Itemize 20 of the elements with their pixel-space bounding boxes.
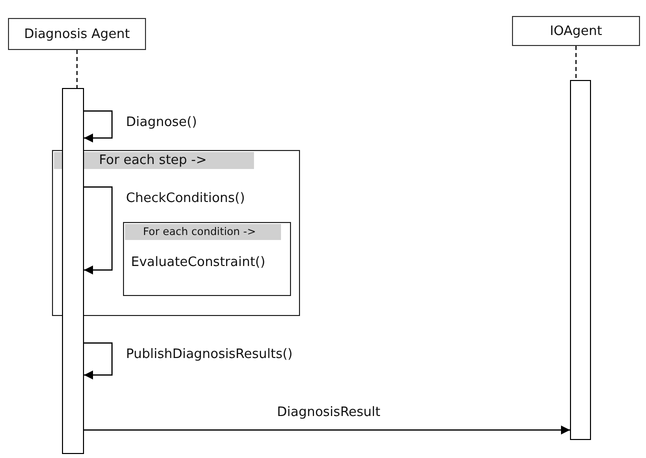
activation-bar bbox=[62, 88, 84, 454]
lifeline bbox=[575, 46, 577, 80]
message-label: PublishDiagnosisResults() bbox=[126, 347, 293, 362]
self-message-arrow bbox=[84, 110, 113, 142]
lifeline-name: Diagnosis Agent bbox=[24, 26, 130, 42]
message-label: Diagnose() bbox=[126, 115, 197, 130]
message-label: CheckConditions() bbox=[126, 191, 245, 206]
loop-frame bbox=[123, 222, 291, 296]
message-arrow bbox=[84, 426, 570, 434]
loop-frame bbox=[52, 150, 300, 316]
lifeline-header-box bbox=[8, 18, 146, 50]
lifeline-header-box bbox=[512, 16, 640, 46]
self-message-arrow bbox=[84, 342, 113, 380]
lifeline bbox=[76, 50, 78, 88]
loop-condition-label: For each condition -> bbox=[125, 224, 281, 240]
message-label: DiagnosisResult bbox=[277, 405, 380, 420]
activation-bar bbox=[570, 80, 591, 440]
operation-label: EvaluateConstraint() bbox=[131, 255, 266, 270]
self-message-arrow bbox=[84, 186, 113, 274]
lifeline-name: IOAgent bbox=[550, 24, 602, 38]
